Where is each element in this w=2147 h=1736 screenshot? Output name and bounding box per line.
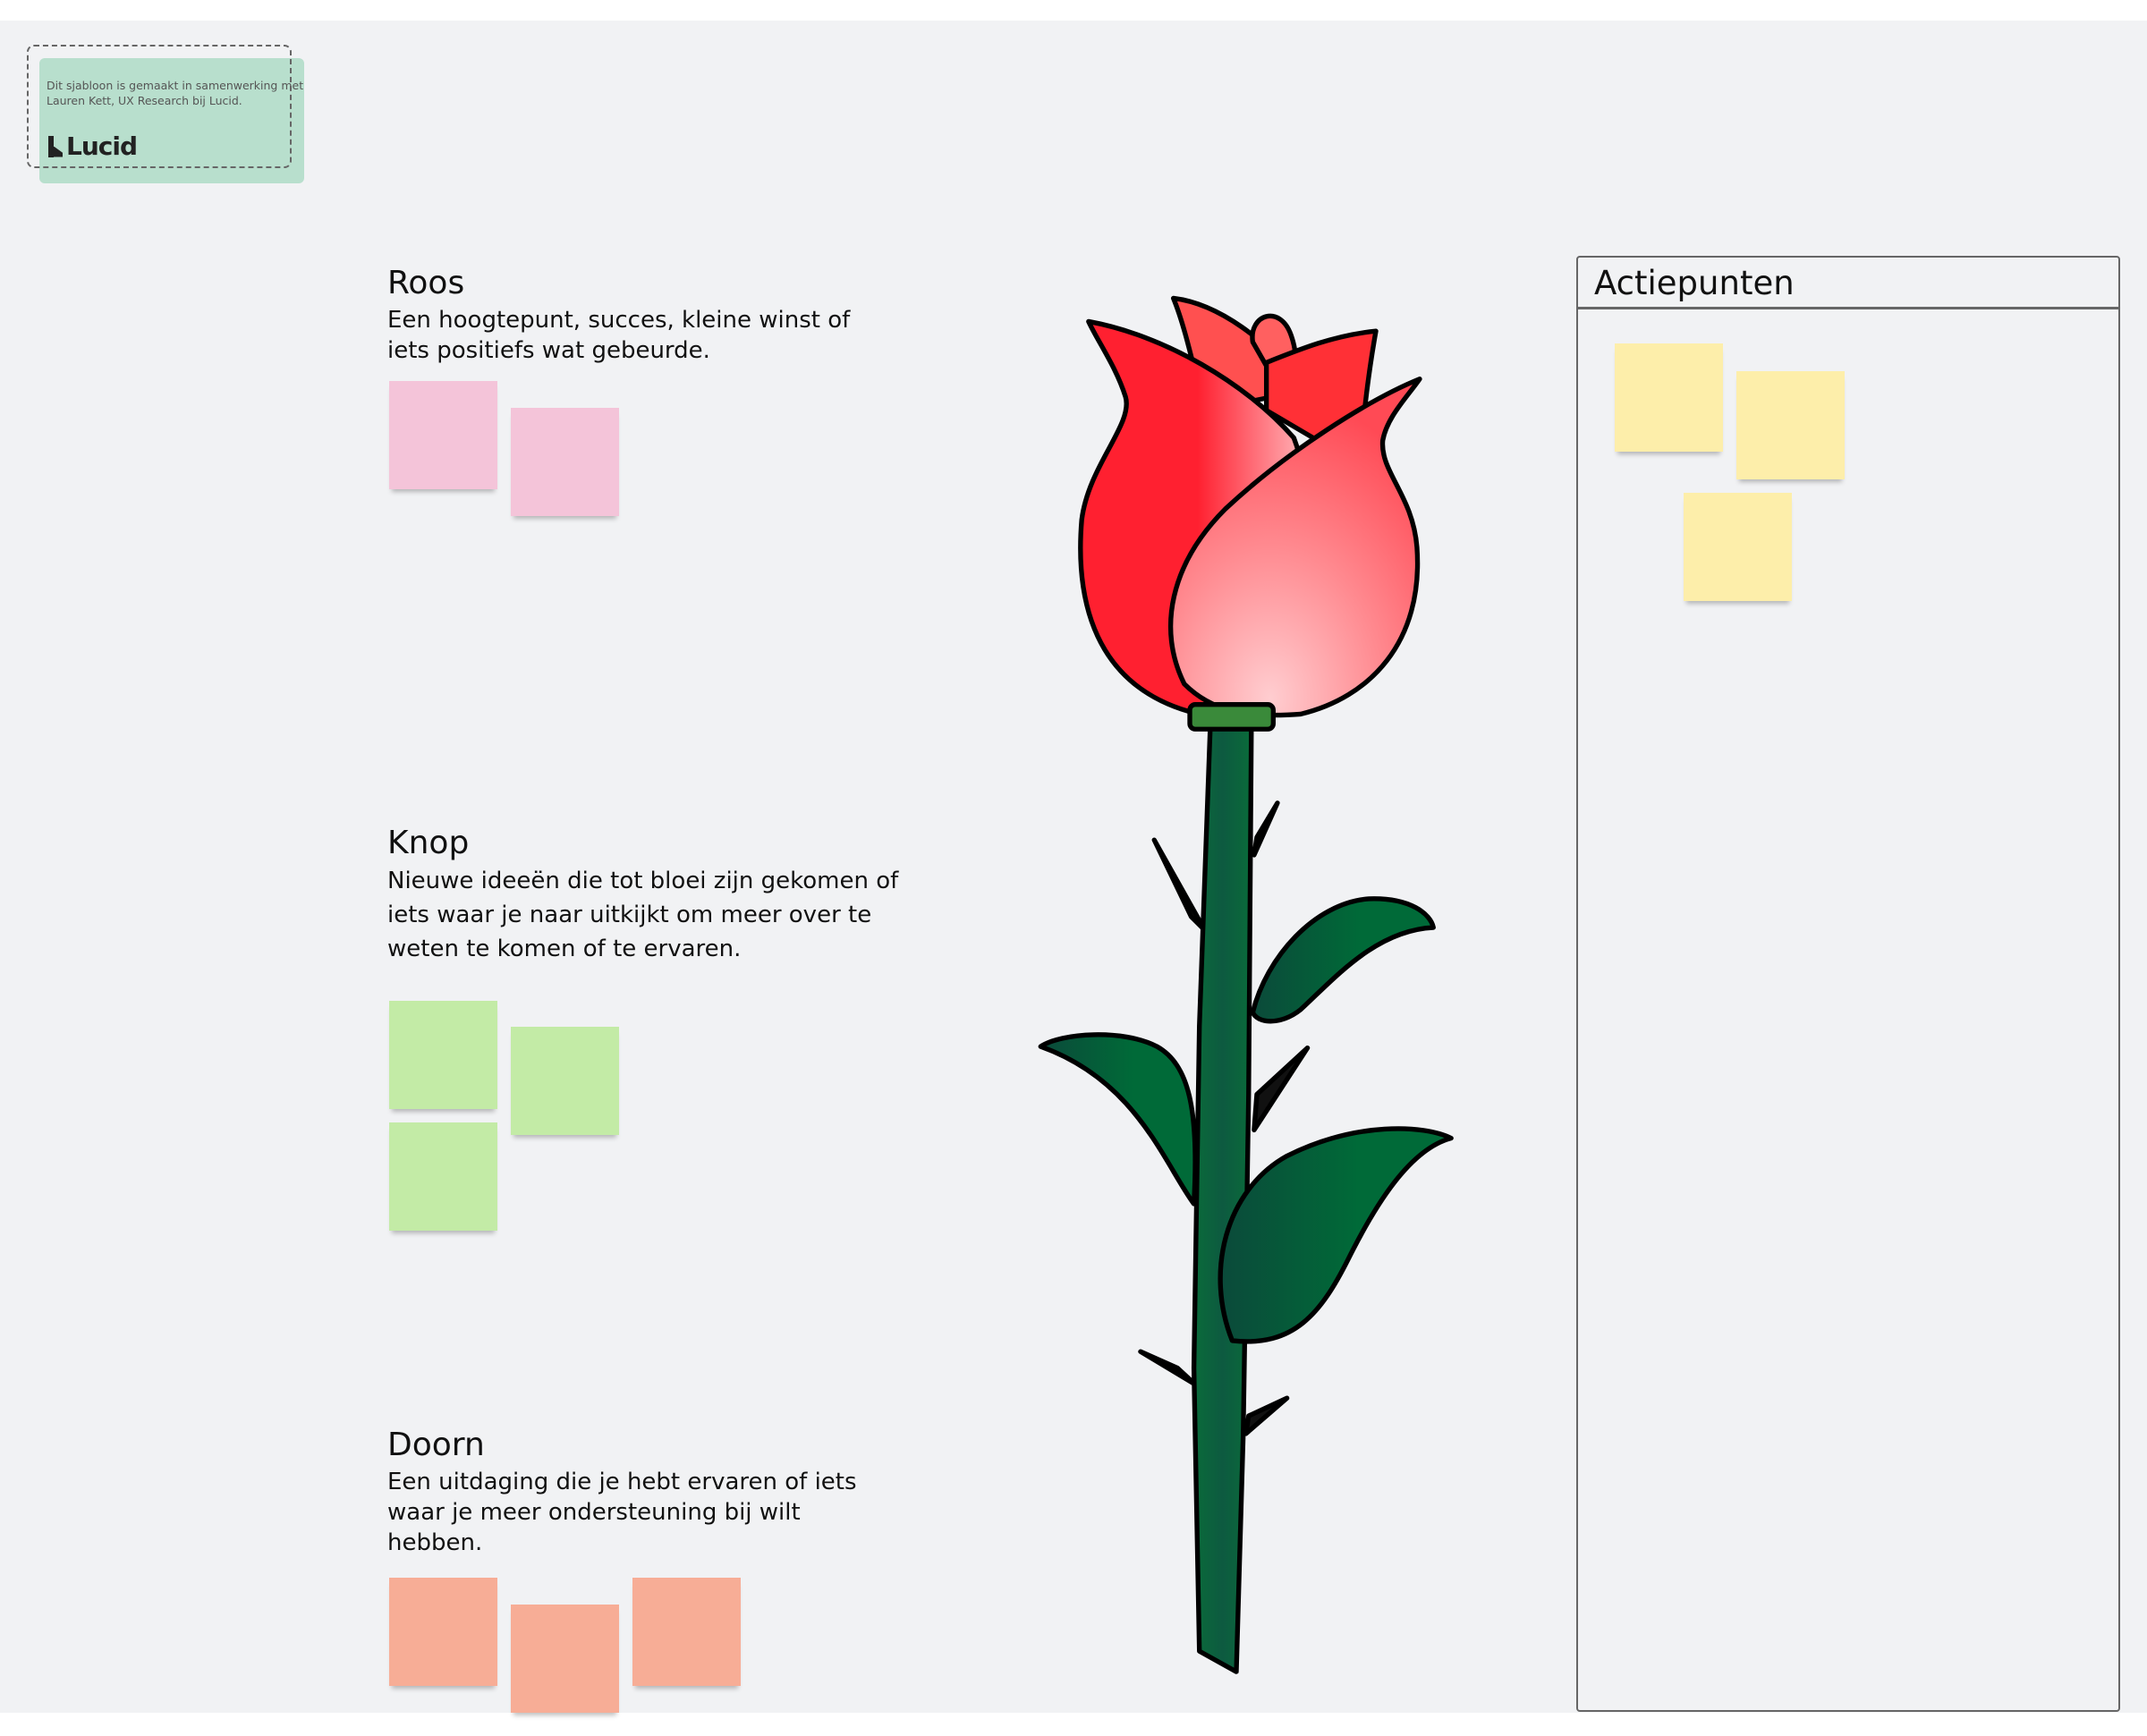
leaf-middle-left bbox=[1038, 1032, 1198, 1207]
action-items-container[interactable]: Actiepunten bbox=[1576, 256, 2120, 1712]
sticky-note-roos[interactable] bbox=[511, 408, 619, 516]
sticky-note-action[interactable] bbox=[1736, 371, 1845, 479]
thorn-icon bbox=[1138, 1349, 1198, 1387]
credit-group-selection[interactable] bbox=[27, 45, 292, 168]
thorn-icon bbox=[1243, 1395, 1290, 1436]
sticky-note-doorn[interactable] bbox=[632, 1578, 741, 1686]
section-title-doorn: Doorn bbox=[387, 1427, 485, 1463]
thorn-icon bbox=[1151, 837, 1208, 933]
section-desc-doorn: Een uitdaging die je hebt ervaren of iet… bbox=[387, 1469, 857, 1556]
sticky-note-doorn[interactable] bbox=[389, 1578, 497, 1686]
thorn-icon bbox=[1252, 800, 1280, 858]
section-title-roos: Roos bbox=[387, 265, 465, 301]
sticky-note-doorn[interactable] bbox=[511, 1605, 619, 1713]
lucid-logo-icon bbox=[48, 135, 63, 157]
section-desc-knop: Nieuwe ideeën die tot bloei zijn gekomen… bbox=[387, 868, 899, 962]
leaf-lower-right bbox=[1218, 1126, 1454, 1344]
credit-note[interactable]: Dit sjabloon is gemaakt in samenwerking … bbox=[39, 58, 304, 183]
action-items-title: Actiepunten bbox=[1578, 258, 2118, 309]
stem bbox=[1191, 722, 1254, 1674]
sticky-note-knop[interactable] bbox=[389, 1001, 497, 1109]
sticky-note-knop[interactable] bbox=[511, 1027, 619, 1135]
sticky-note-action[interactable] bbox=[1684, 493, 1792, 601]
whiteboard-canvas[interactable] bbox=[0, 21, 2147, 1713]
sticky-note-knop[interactable] bbox=[389, 1122, 497, 1231]
sticky-note-roos[interactable] bbox=[389, 381, 497, 489]
section-desc-roos: Een hoogtepunt, succes, kleine winst of … bbox=[387, 307, 851, 364]
credit-text: Dit sjabloon is gemaakt in samenwerking … bbox=[47, 79, 304, 107]
lucid-logo: Lucid bbox=[48, 131, 138, 161]
section-title-knop: Knop bbox=[387, 825, 470, 861]
lucid-logo-text: Lucid bbox=[66, 131, 138, 161]
thorn-icon bbox=[1252, 1045, 1311, 1133]
leaf-upper-right bbox=[1250, 896, 1436, 1024]
sticky-note-action[interactable] bbox=[1615, 343, 1723, 452]
sepal-band bbox=[1187, 702, 1276, 732]
